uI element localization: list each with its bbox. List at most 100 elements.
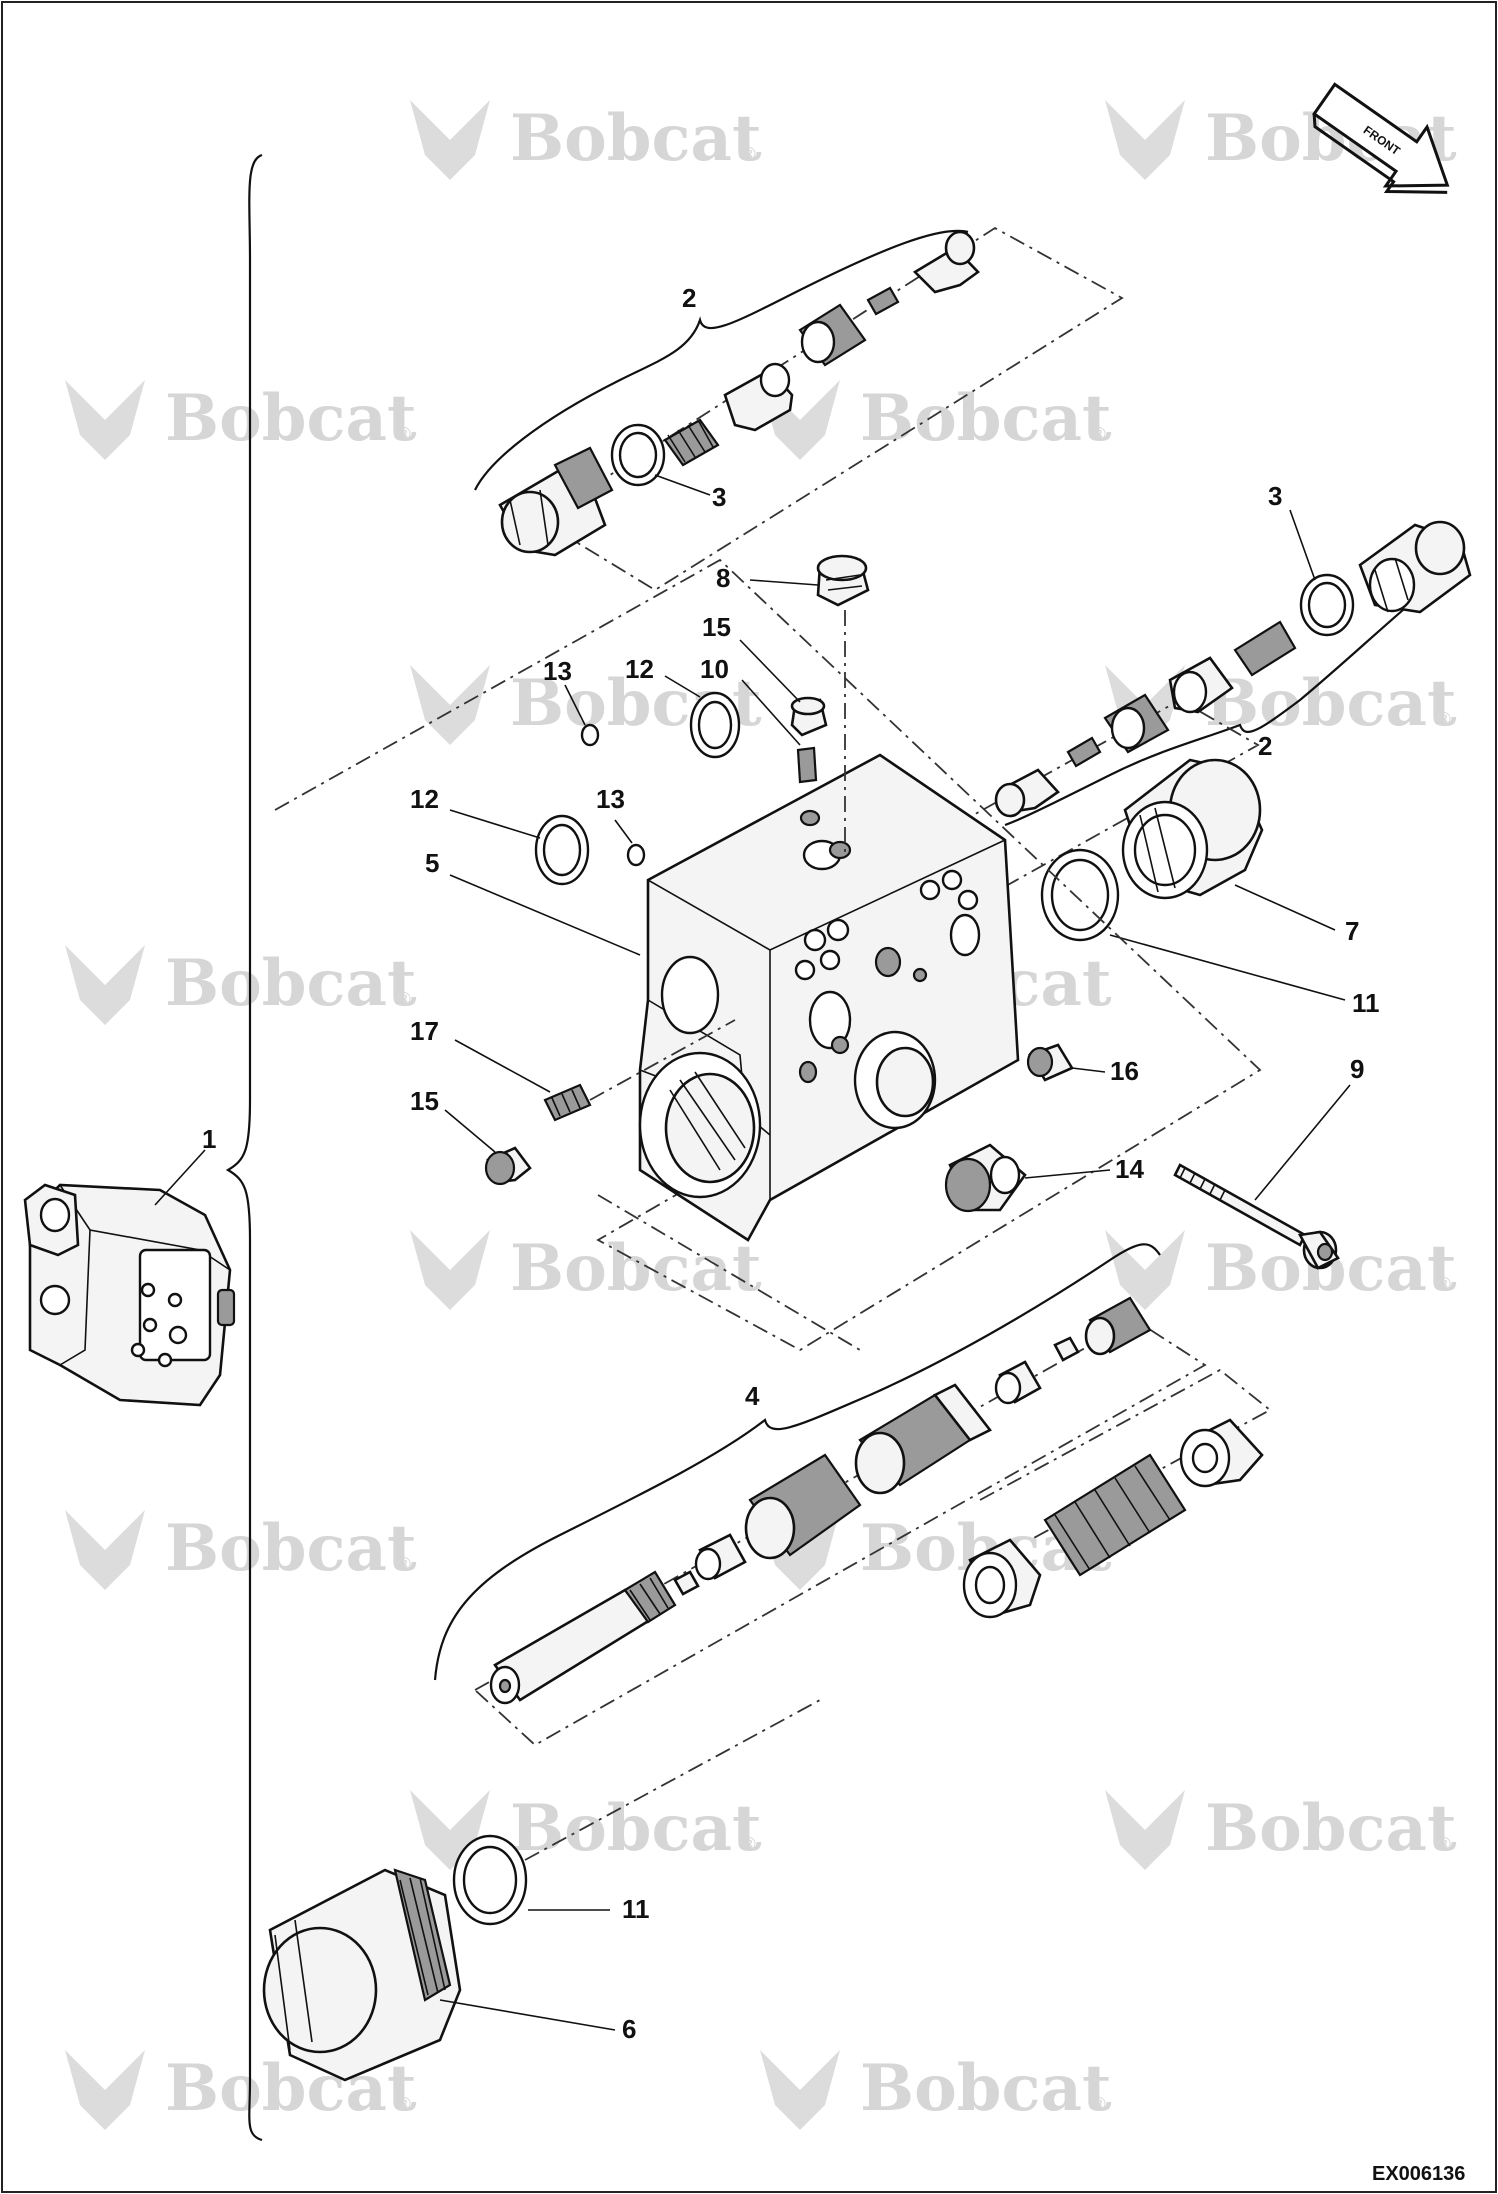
- watermark-1: Bobcat ®: [410, 100, 762, 180]
- watermark-6: Bobcat ®: [1105, 665, 1457, 745]
- part-10-spring: [796, 746, 818, 784]
- callout-9: 9: [1350, 1054, 1364, 1084]
- watermark-3: Bobcat ®: [65, 380, 417, 460]
- leader-3a: [654, 474, 711, 496]
- callout-3a: 3: [712, 482, 726, 512]
- callout-8: 8: [716, 563, 730, 593]
- svg-text:®: ®: [1090, 2094, 1108, 2115]
- callout-7: 7: [1345, 916, 1359, 946]
- watermark-9: Bobcat: [410, 1230, 762, 1310]
- leader-12b: [449, 809, 541, 839]
- part-15-plug-lower: [484, 1146, 532, 1186]
- watermark-layer: Bobcat ® Bobcat Bobcat ® Bobcat ® Bobcat…: [65, 100, 1457, 2130]
- centerline-top-valve: [538, 226, 1124, 592]
- callout-2b: 2: [1258, 731, 1272, 761]
- svg-text:Bobcat: Bobcat: [510, 1231, 762, 1306]
- leader-17: [454, 1039, 551, 1093]
- callout-14: 14: [1115, 1154, 1144, 1184]
- watermark-10: Bobcat ®: [1105, 1230, 1457, 1310]
- leader-3b: [1289, 509, 1316, 581]
- svg-text:Bobcat: Bobcat: [1205, 1791, 1457, 1866]
- leader-15a: [739, 639, 801, 703]
- svg-text:®: ®: [395, 1554, 413, 1575]
- leader-15b: [444, 1109, 496, 1153]
- leader-11a: [1109, 934, 1346, 1001]
- watermark-14: Bobcat ®: [1105, 1790, 1457, 1870]
- part-13-small-oring-upper: [580, 723, 600, 747]
- part-16-plug: [1026, 1043, 1074, 1082]
- watermark-13: Bobcat ®: [410, 1790, 762, 1870]
- bracket-assembly-1: [225, 153, 263, 2142]
- svg-text:®: ®: [395, 989, 413, 1010]
- callout-6: 6: [622, 2014, 636, 2044]
- leader-9: [1254, 1084, 1351, 1201]
- drawing-code: EX006136: [1372, 2163, 1465, 2185]
- part-6-end-cap: [262, 1868, 462, 2082]
- callout-5: 5: [425, 848, 439, 878]
- callout-13b: 13: [596, 784, 625, 814]
- svg-text:Bobcat: Bobcat: [165, 381, 417, 456]
- centerline-17: [589, 1019, 736, 1101]
- svg-text:®: ®: [1435, 1274, 1453, 1295]
- leader-14: [1024, 1169, 1111, 1179]
- leader-5: [449, 874, 641, 956]
- part-spring-assembly: [962, 1418, 1264, 1619]
- svg-text:®: ®: [740, 1834, 758, 1855]
- part-15-plug-top: [790, 696, 828, 737]
- part-7-large-plug: [1121, 758, 1264, 900]
- part-spool: [489, 1296, 1152, 1705]
- part-17-spring: [543, 1083, 592, 1122]
- svg-text:®: ®: [1435, 1834, 1453, 1855]
- part-13-small-oring-lower: [626, 843, 646, 867]
- leader-7: [1234, 884, 1336, 931]
- callout-16: 16: [1110, 1056, 1139, 1086]
- watermark-11: Bobcat ®: [65, 1510, 417, 1590]
- callout-11b: 11: [622, 1894, 650, 1924]
- svg-text:®: ®: [395, 2094, 413, 2115]
- callout-17: 17: [410, 1016, 439, 1046]
- part-spring-right: [1233, 620, 1297, 677]
- bracket-4: [433, 1243, 1161, 1681]
- svg-text:®: ®: [395, 424, 413, 445]
- part-5-valve-body: [638, 753, 1020, 1242]
- callout-15a: 15: [702, 612, 731, 642]
- part-3-plug-right: [1358, 520, 1472, 614]
- leader-13a: [564, 684, 586, 726]
- callout-1: 1: [202, 1124, 216, 1154]
- svg-text:®: ®: [740, 144, 758, 165]
- watermark-4: Bobcat ®: [760, 380, 1112, 460]
- leader-12a: [664, 675, 701, 698]
- bracket-2-top: [474, 229, 969, 491]
- callout-2a: 2: [682, 283, 696, 313]
- part-3-plug-top: [498, 446, 614, 557]
- svg-text:Bobcat: Bobcat: [165, 1511, 417, 1586]
- leader-1: [154, 1149, 206, 1206]
- part-14-plug: [944, 1143, 1027, 1213]
- part-1-valve-assembly: [23, 1183, 236, 1407]
- svg-text:Bobcat: Bobcat: [860, 381, 1112, 456]
- part-small-spring-top: [866, 286, 900, 316]
- watermark-7: Bobcat ®: [65, 945, 417, 1025]
- svg-text:Bobcat: Bobcat: [165, 946, 417, 1021]
- bracket-2-right: [1004, 559, 1466, 827]
- part-small-spring-right: [1066, 736, 1102, 768]
- callout-12a: 12: [625, 654, 654, 684]
- watermark-15: Bobcat ®: [65, 2050, 417, 2130]
- centerline-11b: [524, 1699, 821, 1861]
- callout-3b: 3: [1268, 481, 1282, 511]
- part-9-long-bolt: [1173, 1163, 1340, 1270]
- callout-13a: 13: [543, 656, 572, 686]
- callout-10: 10: [700, 654, 729, 684]
- svg-text:®: ®: [1435, 709, 1453, 730]
- leader-13b: [614, 819, 633, 844]
- callout-15b: 15: [410, 1086, 439, 1116]
- part-8-top-plug: [816, 554, 870, 607]
- svg-text:Bobcat: Bobcat: [1205, 666, 1457, 741]
- centerline-body: [274, 558, 1262, 1352]
- callout-11a: 11: [1352, 988, 1380, 1018]
- svg-text:®: ®: [1090, 424, 1108, 445]
- leader-10: [741, 679, 801, 746]
